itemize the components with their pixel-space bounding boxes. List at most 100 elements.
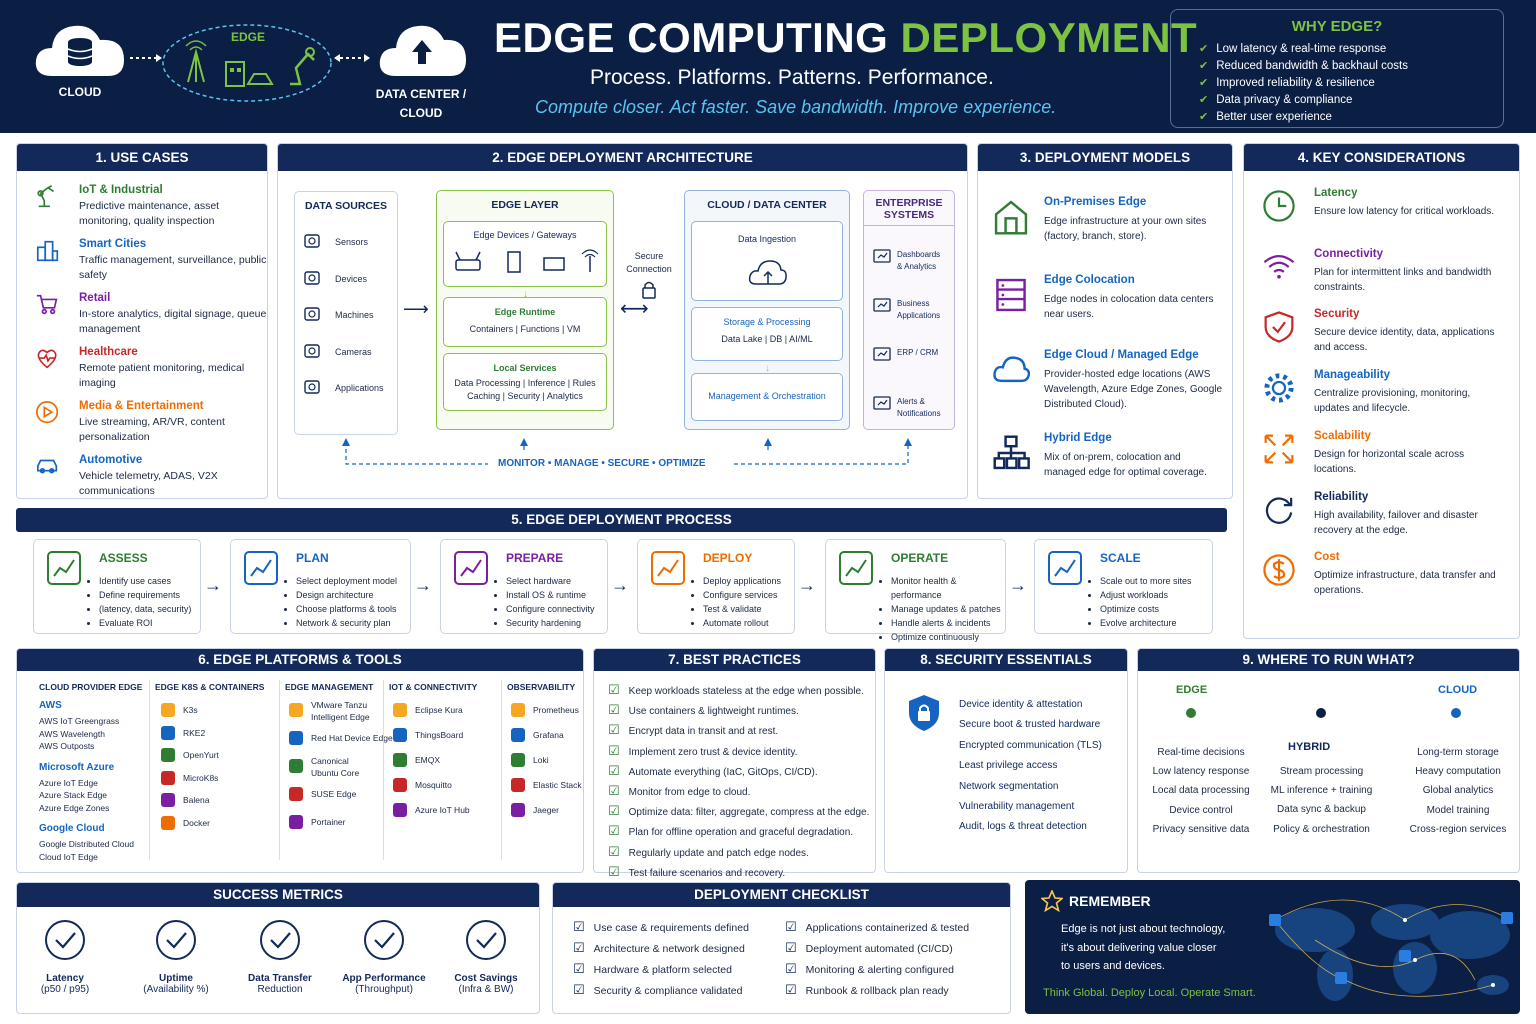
- process-step-item: Identify use cases: [99, 574, 191, 588]
- enterprise-label-line: Applications: [897, 311, 941, 320]
- where-panel: 9. WHERE TO RUN WHAT? EDGE CLOUD HYBRID …: [1137, 648, 1520, 873]
- platform-item: Balena: [183, 794, 209, 806]
- consideration-desc: High availability, failover and disaster…: [1314, 509, 1478, 536]
- platform-item: Eclipse Kura: [415, 704, 463, 716]
- column-divider: [149, 680, 150, 860]
- platform-group-name: AWS: [39, 700, 62, 711]
- data-ingestion-title: Data Ingestion: [737, 234, 797, 244]
- page-subtitle: Process. Platforms. Patterns. Performanc…: [590, 66, 994, 89]
- platform-logo-icon: [161, 703, 175, 717]
- checklist-item: Use case & requirements defined: [573, 917, 749, 938]
- management-box: Management & Orchestration: [691, 373, 843, 421]
- shield-icon: [1262, 310, 1296, 349]
- process-step-item: Configure services: [703, 588, 781, 602]
- platform-logo-icon: [511, 753, 525, 767]
- remember-tagline: Think Global. Deploy Local. Operate Smar…: [1043, 987, 1256, 999]
- edge-label: EDGE: [230, 30, 265, 44]
- dollar-icon: [1262, 553, 1296, 592]
- platform-column-title: OBSERVABILITY: [507, 682, 576, 692]
- process-step: ASSESSIdentify use casesDefine requireme…: [33, 539, 201, 634]
- best-practice-item: Implement zero trust & device identity.: [608, 742, 869, 762]
- enterprise-icon: [872, 394, 892, 419]
- platform-item: AWS IoT Greengrass: [39, 716, 120, 726]
- platforms-title: 6. EDGE PLATFORMS & TOOLS: [17, 649, 583, 671]
- platform-item: AWS Outposts: [39, 741, 95, 751]
- process-step-item: Evolve architecture: [1100, 616, 1192, 630]
- where-hybrid-label: HYBRID: [1288, 741, 1331, 753]
- column-divider: [501, 680, 502, 860]
- world-network-icon: [1269, 899, 1513, 1001]
- checklist-item: Runbook & rollback plan ready: [785, 980, 969, 1001]
- enterprise-icon: [872, 296, 892, 321]
- dotted-arrow-icon: [130, 54, 162, 62]
- enterprise-label: Dashboards& Analytics: [897, 249, 940, 273]
- metric-title: Uptime: [159, 973, 193, 984]
- process-arrow-icon: →: [611, 575, 629, 595]
- process-step-item: Manage updates & patches: [891, 602, 1005, 616]
- security-item: Audit, logs & threat detection: [959, 821, 1087, 833]
- dc-label-line-1: DATA CENTER /: [375, 87, 467, 101]
- model-title: Edge Cloud / Managed Edge: [1044, 349, 1199, 361]
- success-metric: Latency(p50 / p95): [15, 918, 115, 995]
- process-step-item: Design architecture: [296, 588, 397, 602]
- column-divider: [279, 680, 280, 860]
- platform-item-line: Ubuntu Core: [311, 768, 360, 778]
- platform-group-name: Microsoft Azure: [39, 761, 115, 773]
- where-item: Global analytics: [1422, 785, 1494, 797]
- cloud-dc-title: CLOUD / DATA CENTER: [707, 199, 827, 211]
- metric-sub: Reduction: [257, 984, 303, 995]
- data-source-label: Devices: [335, 273, 368, 284]
- best-practice-item: Plan for offline operation and graceful …: [608, 822, 869, 842]
- best-practice-item: Optimize data: filter, aggregate, compre…: [608, 802, 870, 822]
- check-circle-icon: [126, 918, 226, 967]
- process-step-title: OPERATE: [891, 551, 949, 565]
- process-step-list: Scale out to more sitesAdjust workloadsO…: [1090, 574, 1192, 630]
- platform-column-title: CLOUD PROVIDER EDGE: [39, 682, 143, 692]
- platform-item: MicroK8s: [183, 772, 218, 784]
- platform-column-title: EDGE MANAGEMENT: [285, 682, 374, 692]
- camera-icon: [303, 342, 321, 365]
- robot-arm-icon: [35, 184, 61, 210]
- feedback-loop-lines: [342, 438, 912, 465]
- where-item: Stream processing: [1279, 766, 1364, 777]
- platform-item-line: Portainer: [311, 817, 346, 827]
- platform-logo-icon: [511, 778, 525, 792]
- metrics-title: SUCCESS METRICS: [17, 883, 539, 907]
- platform-item-line: ThingsBoard: [415, 730, 464, 740]
- consideration-title: Reliability: [1314, 490, 1369, 503]
- considerations-title: 4. KEY CONSIDERATIONS: [1244, 144, 1519, 171]
- process-step-item: (latency, data, security): [99, 602, 191, 616]
- best-practice-item: Regularly update and patch edge nodes.: [608, 843, 869, 863]
- security-panel: 8. SECURITY ESSENTIALS Device identity &…: [884, 648, 1128, 873]
- platform-logo-icon: [511, 728, 525, 742]
- down-arrow-icon: ↓: [523, 289, 528, 300]
- platform-item: Jaeger: [533, 804, 559, 816]
- where-item: ML inference + training: [1270, 785, 1373, 797]
- bidirectional-arrow-icon: [334, 54, 370, 62]
- enterprise-label-line: & Analytics: [897, 262, 937, 271]
- process-step-title: DEPLOY: [703, 551, 753, 565]
- consideration-desc: Design for horizontal scale across locat…: [1314, 448, 1465, 475]
- data-center-label: DATA CENTER / CLOUD: [368, 85, 474, 123]
- process-step-item: Automate rollout: [703, 616, 781, 630]
- checklist-left: Use case & requirements definedArchitect…: [573, 917, 749, 1001]
- where-cloud-label: CLOUD: [1438, 684, 1478, 696]
- platform-item: Azure Edge Zones: [39, 802, 110, 813]
- car-icon: [35, 454, 61, 480]
- process-step-item: Adjust workloads: [1100, 588, 1192, 602]
- where-item: Device control: [1169, 804, 1233, 816]
- cloud-label: CLOUD: [58, 85, 102, 99]
- platform-item-line: VMware Tanzu: [311, 700, 368, 710]
- platform-logo-icon: [289, 787, 303, 801]
- process-arrow-icon: →: [1009, 575, 1027, 595]
- consideration-desc: Centralize provisioning, monitoring, upd…: [1314, 388, 1471, 415]
- building-icon: [303, 378, 321, 401]
- where-item: Model training: [1426, 804, 1490, 816]
- platform-item-line: Eclipse Kura: [415, 705, 463, 715]
- cloud-icon: [992, 351, 1031, 394]
- process-step-list: Identify use casesDefine requirements(la…: [89, 574, 191, 630]
- use-case-title: IoT & Industrial: [79, 184, 163, 196]
- metric-title: App Performance: [342, 973, 426, 984]
- platform-item-line: Azure IoT Hub: [415, 805, 470, 815]
